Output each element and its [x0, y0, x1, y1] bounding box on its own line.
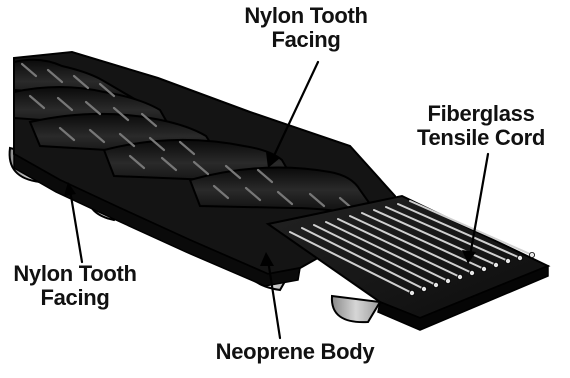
label-left-line1: Nylon Tooth [0, 262, 150, 286]
label-nylon-tooth-facing-top: Nylon Tooth Facing [226, 4, 386, 52]
label-body-text: Neoprene Body [170, 340, 420, 364]
label-neoprene-body: Neoprene Body [170, 340, 420, 364]
label-top-line1: Nylon Tooth [226, 4, 386, 28]
label-left-line2: Facing [0, 286, 150, 310]
label-fiberglass-tensile-cord: Fiberglass Tensile Cord [396, 102, 566, 150]
label-nylon-tooth-facing-left: Nylon Tooth Facing [0, 262, 150, 310]
label-top-line2: Facing [226, 28, 386, 52]
label-fiberglass-line1: Fiberglass [396, 102, 566, 126]
label-fiberglass-line2: Tensile Cord [396, 126, 566, 150]
